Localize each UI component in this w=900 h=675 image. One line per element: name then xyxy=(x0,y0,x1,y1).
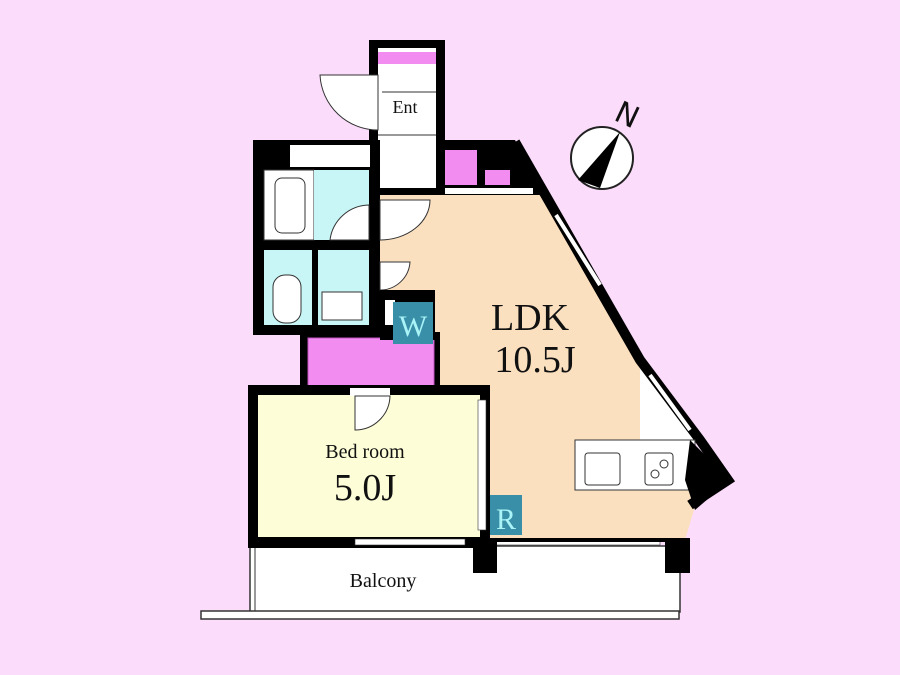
entrance: Ent xyxy=(319,40,445,195)
window xyxy=(554,213,602,287)
sink-icon xyxy=(321,291,363,321)
bedroom-label: Bed room xyxy=(325,441,405,463)
bedroom-size: 5.0J xyxy=(334,467,396,509)
kitchen-sink-icon xyxy=(584,452,621,486)
ldk-label: LDK xyxy=(491,297,570,339)
balcony-label: Balcony xyxy=(350,570,417,592)
entry-door-swing[interactable] xyxy=(319,74,379,131)
bath-door[interactable] xyxy=(329,204,370,241)
ldk-size: 10.5J xyxy=(494,339,575,381)
compass: N xyxy=(570,95,644,190)
refrigerator-marker xyxy=(490,495,522,535)
window xyxy=(354,538,466,546)
pillar xyxy=(473,538,497,573)
bathtub-icon xyxy=(274,177,306,234)
wardrobe-marker xyxy=(393,302,433,344)
bedroom-door[interactable] xyxy=(354,395,391,431)
refrigerator-marker-label: R xyxy=(496,503,516,536)
entrance-label: Ent xyxy=(393,97,418,117)
bathroom-block xyxy=(253,140,411,335)
wardrobe-marker-label: W xyxy=(399,310,428,343)
storage-closet: W xyxy=(300,290,440,390)
washroom-door[interactable] xyxy=(379,261,411,291)
toilet-icon xyxy=(272,274,302,324)
stove-icon xyxy=(644,452,674,486)
window xyxy=(648,373,692,432)
balcony xyxy=(200,545,681,620)
ldk-door[interactable] xyxy=(379,199,431,241)
bedroom xyxy=(248,385,490,548)
kitchen-counter xyxy=(574,439,696,491)
pillar xyxy=(685,440,730,510)
north-arrow-icon xyxy=(578,132,620,188)
pillar xyxy=(665,538,690,573)
